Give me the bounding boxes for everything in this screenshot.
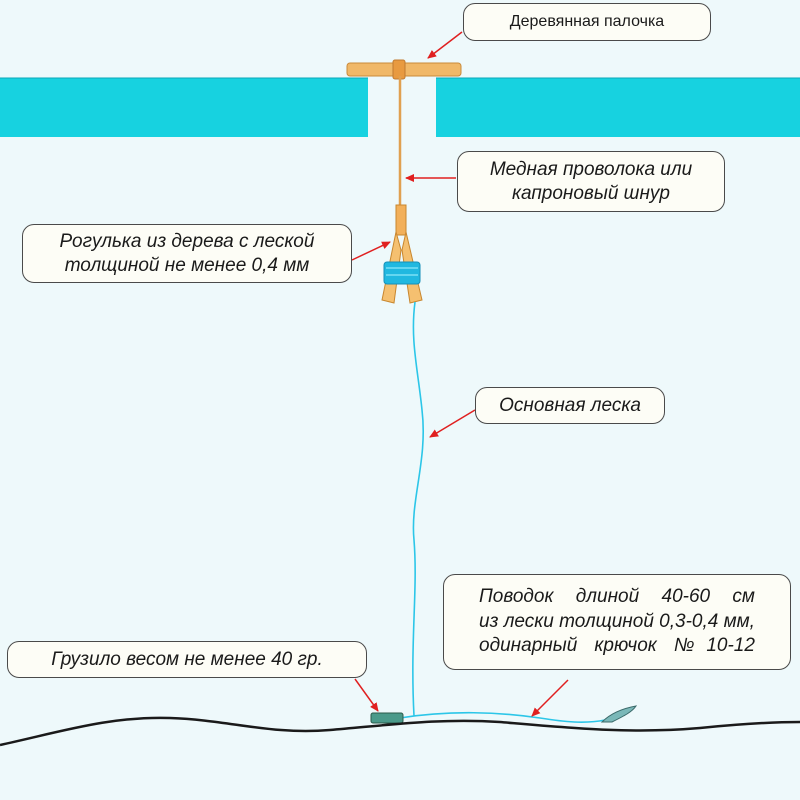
ice-left [0,78,368,137]
hook-icon [600,705,638,723]
pointer-arrows [351,31,569,717]
label-sinker: Грузило весом не менее 40 гр. [7,641,367,678]
label-wooden-stick: Деревянная палочка [463,3,711,41]
arrow-main-line [429,409,476,438]
rogulka [381,204,423,304]
ice-layer [0,77,800,137]
ice-right [436,78,800,137]
arrow-sinker [354,678,379,712]
arrow-leader [531,679,569,717]
leader-line [399,711,606,723]
label-rogulka: Рогулька из дерева с леской толщиной не … [22,224,352,283]
main-line [412,301,425,717]
arrow-rogulka [351,241,391,261]
label-copper-wire: Медная проволока или капроновый шнур [457,151,725,212]
arrow-stick [427,31,463,59]
sinker [370,712,404,724]
wooden-stick [346,59,462,80]
sea-bottom [0,716,800,747]
label-leader: Поводок длиной 40-60 см из лески толщино… [443,574,791,670]
label-main-line: Основная леска [475,387,665,424]
